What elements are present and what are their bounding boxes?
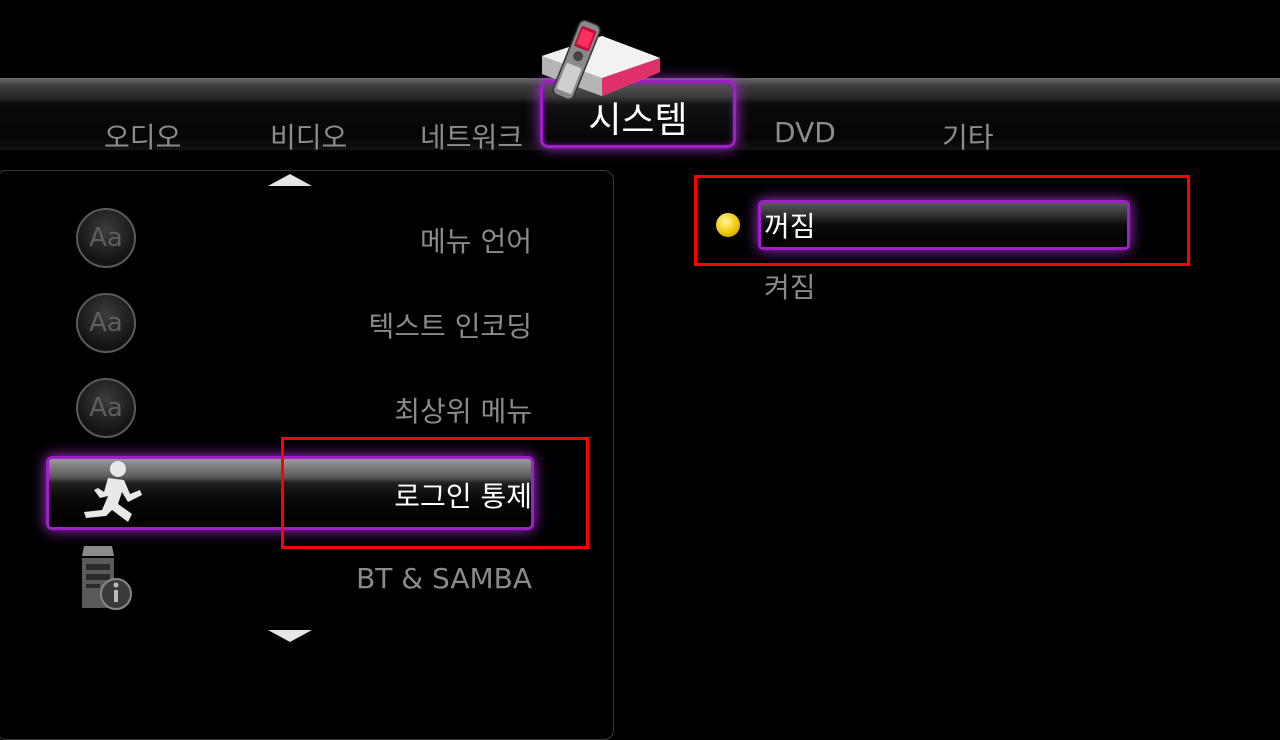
menu-item-text-encoding[interactable]: 텍스트 인코딩 [368,310,532,343]
tab-network[interactable]: 네트워크 [420,121,524,154]
option-off[interactable] [758,200,1130,250]
annotation-box [281,437,589,549]
tab-audio[interactable]: 오디오 [104,121,182,154]
server-info-icon [82,546,132,610]
menu-item-label: 로그인 통제 [394,480,532,513]
menu-item-top-menu[interactable]: 최상위 메뉴 [394,395,532,428]
running-man-icon [84,461,142,522]
option-off-label: 꺼짐 [764,210,816,243]
annotation-box [694,175,1190,266]
menu-item-menu-language[interactable]: 메뉴 언어 [420,225,532,258]
media-player-icon [542,19,660,101]
scroll-up-arrow-icon[interactable] [268,174,312,186]
text-format-icon: Aa [76,208,136,268]
menu-item-bt-samba[interactable]: BT & SAMBA [356,562,532,595]
tab-video[interactable]: 비디오 [270,121,348,154]
tab-etc[interactable]: 기타 [942,121,994,154]
text-format-icon: Aa [76,378,136,438]
text-format-icon: Aa [76,293,136,353]
selected-dot-icon [716,213,740,237]
scroll-down-arrow-icon[interactable] [268,630,312,642]
tab-dvd[interactable]: DVD [774,116,836,149]
option-on[interactable]: 켜짐 [764,271,816,304]
